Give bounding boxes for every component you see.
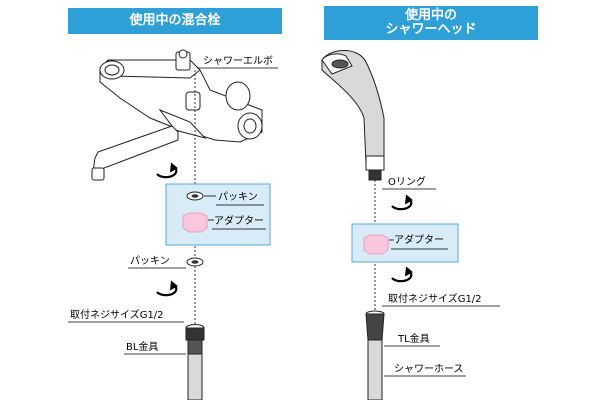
packing-lower-icon (186, 257, 204, 267)
left-title-banner: 使用中の混合栓 (68, 8, 282, 34)
right-title: 使用中の シャワーヘッド (385, 9, 476, 37)
rotate-arrow-icon (391, 194, 413, 211)
left-title: 使用中の混合栓 (129, 13, 221, 28)
bl-fitting-illustration (185, 324, 205, 400)
label-adapter-right: アダプター (394, 233, 444, 246)
mixer-faucet-illustration (91, 49, 263, 181)
shower-head-illustration (321, 50, 385, 181)
right-title-line1: 使用中の (404, 8, 457, 23)
rotate-arrow-icon (156, 280, 178, 297)
adapter-icon-right (363, 234, 389, 255)
label-thread-size-left: 取付ネジサイズG1/2 (70, 308, 164, 321)
tl-fitting-illustration (365, 310, 385, 400)
right-title-line2: シャワーヘッド (385, 22, 477, 37)
label-bl-fitting: BL金具 (126, 340, 158, 353)
label-thread-size-right: 取付ネジサイズG1/2 (388, 292, 482, 305)
label-o-ring: Oリング (388, 175, 426, 188)
label-shower-hose: シャワーホース (394, 363, 464, 375)
right-title-banner: 使用中の シャワーヘッド (324, 6, 538, 40)
rotate-arrow-icon (156, 162, 178, 179)
label-adapter-left: アダプター (214, 214, 264, 227)
label-tl-fitting: TL金具 (397, 332, 430, 345)
rotate-arrow-icon (391, 266, 413, 283)
adapter-icon-left (182, 212, 208, 233)
packing-upper-icon (186, 191, 204, 201)
label-packing-lower: パッキン (130, 255, 170, 267)
label-packing-upper: パッキン (218, 191, 258, 203)
left-adapter-box (165, 183, 271, 246)
label-shower-elbow: シャワーエルボ (203, 55, 273, 67)
